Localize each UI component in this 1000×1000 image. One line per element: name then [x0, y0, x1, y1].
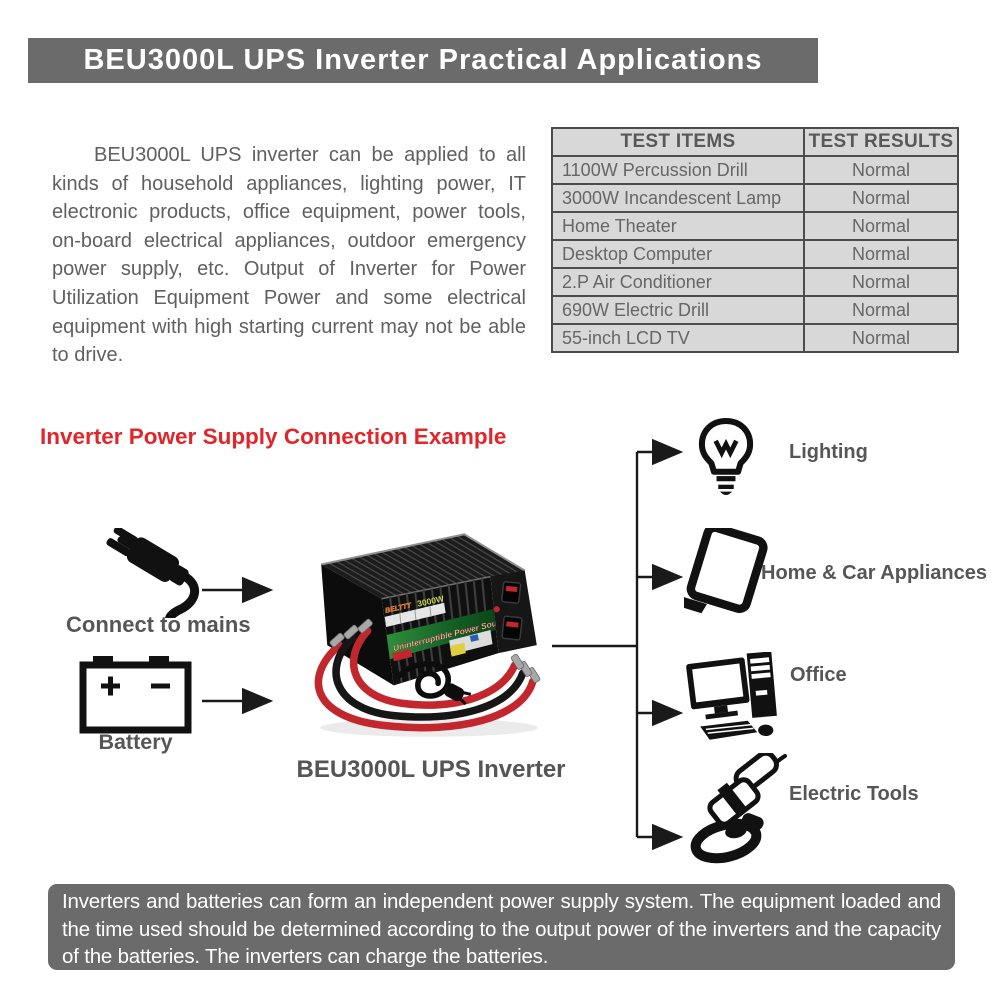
item-cell: 3000W Incandescent Lamp [551, 183, 805, 213]
output-label-home-car-appliances: Home & Car Appliances [761, 562, 987, 584]
table-row: 3000W Incandescent Lamp Normal [551, 183, 959, 213]
result-cell: Normal [803, 323, 959, 353]
product-green-band [386, 608, 497, 660]
section-heading: Inverter Power Supply Connection Example [40, 424, 507, 449]
result-cell: Normal [803, 295, 959, 325]
result-cell: Normal [803, 155, 959, 185]
table-row: 1100W Percussion Drill Normal [551, 155, 959, 185]
footer-text: Inverters and batteries can form an inde… [62, 890, 941, 968]
item-cell: 2.P Air Conditioner [551, 267, 805, 297]
test-results-table: TEST ITEMS TEST RESULTS 1100W Percussion… [551, 127, 959, 353]
tv-monitor-icon [684, 528, 768, 614]
item-cell: Home Theater [551, 211, 805, 241]
mains-label: Connect to mains [66, 612, 251, 637]
column-header-test-items: TEST ITEMS [551, 127, 805, 157]
desktop-computer-icon [686, 652, 777, 740]
battery-label: Battery [98, 730, 173, 754]
table-row: Home Theater Normal [551, 211, 959, 241]
output-label-electric-tools: Electric Tools [789, 783, 919, 805]
red-badge [392, 648, 413, 662]
light-bulb-icon [698, 417, 754, 496]
result-cell: Normal [803, 239, 959, 269]
table-row: 55-inch LCD TV Normal [551, 323, 959, 353]
product-caption: BEU3000L UPS Inverter [296, 756, 566, 783]
item-cell: 690W Electric Drill [551, 295, 805, 325]
table-row: 690W Electric Drill Normal [551, 295, 959, 325]
table-header-row: TEST ITEMS TEST RESULTS [551, 127, 959, 157]
item-cell: 55-inch LCD TV [551, 323, 805, 353]
header-banner: BEU3000L UPS Inverter Practical Applicat… [28, 38, 818, 83]
battery-icon [79, 656, 192, 734]
result-cell: Normal [803, 267, 959, 297]
intro-paragraph: BEU3000L UPS inverter can be applied to … [52, 144, 526, 367]
inverter-product-image: BELTTT 3000W Uninterruptible Power Sourc… [314, 533, 541, 737]
angle-grinder-icon [690, 753, 787, 864]
column-header-test-results: TEST RESULTS [803, 127, 959, 157]
item-cell: Desktop Computer [551, 239, 805, 269]
item-cell: 1100W Percussion Drill [551, 155, 805, 185]
battery-plus-sign [101, 676, 120, 696]
output-label-lighting: Lighting [789, 441, 868, 463]
page-title: BEU3000L UPS Inverter Practical Applicat… [83, 44, 763, 76]
power-plug-icon [106, 528, 199, 618]
output-label-office: Office [790, 664, 847, 686]
bulb-filament [713, 438, 739, 459]
result-cell: Normal [803, 183, 959, 213]
result-cell: Normal [803, 211, 959, 241]
footer-note: Inverters and batteries can form an inde… [48, 884, 955, 970]
table-row: 2.P Air Conditioner Normal [551, 267, 959, 297]
table-row: Desktop Computer Normal [551, 239, 959, 269]
